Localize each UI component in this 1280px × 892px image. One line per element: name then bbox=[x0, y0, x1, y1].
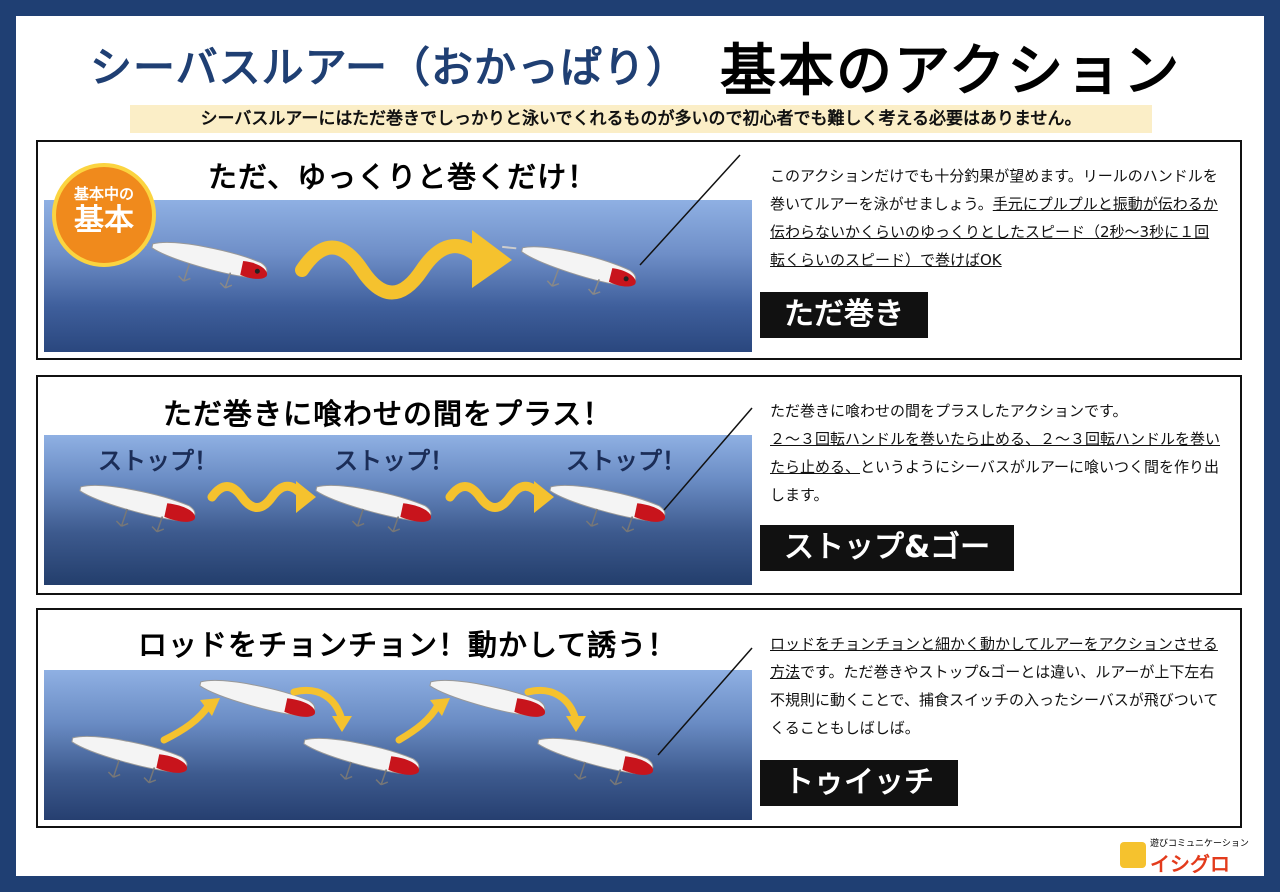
lure-illustration bbox=[79, 481, 666, 533]
panel-heading: ただ巻きに喰わせの間をプラス！ bbox=[163, 397, 613, 431]
action-label: トゥイッチ bbox=[760, 760, 958, 806]
page-title-right: 基本のアクション bbox=[720, 39, 1182, 104]
action-label: ストップ&ゴー bbox=[760, 525, 1015, 571]
panel-heading: ただ、ゆっくりと巻くだけ！ bbox=[208, 160, 598, 194]
lure-illustration bbox=[71, 679, 654, 786]
ishiguro-logo: 遊びコミュニケーション イシグロ bbox=[1120, 836, 1249, 876]
underwater-scene bbox=[44, 670, 752, 820]
lure-icon bbox=[71, 735, 188, 784]
stop-label: ストップ！ bbox=[334, 447, 454, 475]
lure-icon bbox=[315, 484, 432, 533]
lure-icon bbox=[199, 679, 316, 717]
panel-description: ロッドをチョンチョンと細かく動かしてルアーをアクションさせる方法です。ただ巻きや… bbox=[770, 635, 1219, 737]
action-panel-stop-and-go: ただ巻きに喰わせの間をプラス！ ストップ！ ストップ！ ストップ！ bbox=[36, 375, 1242, 595]
lure-icon bbox=[537, 737, 654, 786]
page-title-left: シーバスルアー（おかっぱり） bbox=[90, 43, 690, 92]
lure-icon bbox=[79, 484, 196, 533]
action-panel-tadamaki: ただ、ゆっくりと巻くだけ！ bbox=[36, 140, 1242, 360]
panel-description: ただ巻きに喰わせの間をプラスしたアクションです。２〜３回転ハンドルを巻いたら止め… bbox=[770, 402, 1221, 504]
lure-icon bbox=[502, 245, 637, 296]
panel-heading: ロッドをチョンチョン！動かして誘う！ bbox=[138, 628, 678, 662]
action-panel-twitch: ロッドをチョンチョン！動かして誘う！ bbox=[36, 608, 1242, 828]
lure-icon bbox=[429, 679, 546, 717]
panel-description: このアクションだけでも十分釣果が望めます。リールのハンドルを巻いてルアーを泳がせ… bbox=[770, 167, 1218, 269]
lure-icon bbox=[549, 484, 666, 533]
lure-icon bbox=[132, 241, 268, 289]
basic-badge: 基本中の 基本 bbox=[52, 163, 156, 267]
underwater-scene: ストップ！ ストップ！ ストップ！ bbox=[44, 435, 752, 585]
intro-banner: シーバスルアーにはただ巻きでしっかりと泳いでくれるものが多いので初心者でも難しく… bbox=[130, 105, 1152, 133]
logo-mark-icon bbox=[1120, 842, 1146, 868]
action-label: ただ巻き bbox=[760, 292, 928, 338]
lure-illustration bbox=[132, 230, 637, 300]
lure-icon bbox=[303, 737, 420, 786]
underwater-scene bbox=[44, 200, 752, 352]
stop-label: ストップ！ bbox=[98, 447, 218, 475]
